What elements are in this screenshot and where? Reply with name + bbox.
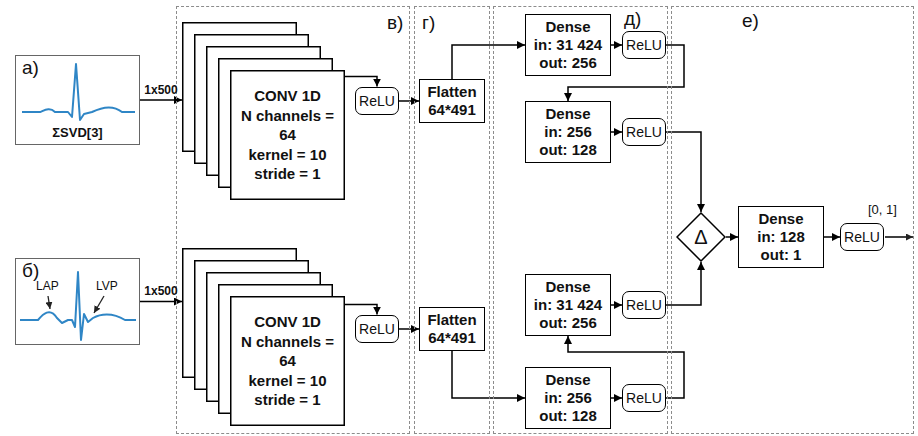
- panel-letter: е): [742, 11, 759, 31]
- layer-parameter: CONV 1D: [235, 86, 340, 106]
- layer-group-region: г)Flatten64*491Flatten64*491: [414, 6, 490, 434]
- conv-layer-stack: CONV 1DN channels = 64kernel = 10stride …: [182, 248, 345, 426]
- leader-arrow: [48, 296, 50, 309]
- activation-box: ReLU: [355, 315, 399, 344]
- connector-arrow: [824, 236, 840, 238]
- layer-parameter: out: 128: [529, 407, 607, 425]
- activation-box: ReLU: [622, 118, 666, 147]
- ecg-trace: [22, 64, 135, 120]
- layer-parameter: in: 256: [529, 389, 607, 407]
- layer-parameter: in: 31 424: [529, 36, 607, 54]
- connector-arrow: [452, 45, 525, 79]
- kernel-outline: [231, 71, 345, 200]
- connector-arrow: [611, 44, 622, 46]
- activation-name: ReLU: [356, 321, 398, 338]
- layer-parameter: stride = 1: [235, 164, 340, 184]
- panel-letter: б): [22, 261, 39, 280]
- activation-box: ReLU: [840, 223, 884, 252]
- layer-parameter: Dense: [529, 278, 607, 296]
- layer-parameter: out: 256: [529, 314, 607, 332]
- layer-parameter: out: 1: [742, 246, 820, 264]
- layer-parameter: Dense: [529, 18, 607, 36]
- connector-arrow: [399, 328, 419, 330]
- tensor-shape: 1x500: [144, 285, 177, 298]
- connector-arrow: [345, 77, 377, 87]
- dense-box: Densein: 128out: 1: [738, 206, 824, 268]
- layer-parameter: N channels = 64: [235, 332, 340, 371]
- layer-parameter: out: 256: [529, 54, 607, 72]
- panel-letter: д): [624, 9, 641, 29]
- connector-arrow: [399, 100, 419, 102]
- layer-parameter: 64*491: [423, 101, 481, 119]
- ecg-trace: [20, 272, 136, 340]
- dense-box: Densein: 256out: 128: [525, 101, 611, 163]
- activation-name: ReLU: [623, 390, 665, 407]
- operator-symbol: Δ: [694, 227, 707, 247]
- connector-arrow: [345, 305, 377, 315]
- layer-parameter: in: 31 424: [529, 296, 607, 314]
- activation-name: ReLU: [623, 124, 665, 141]
- leader-arrow: [94, 296, 104, 313]
- layer-parameter: N channels = 64: [235, 106, 340, 145]
- layer-group-region: в)CONV 1DN channels = 64kernel = 10strid…: [176, 6, 410, 434]
- signal-name: ΣSVD[3]: [52, 125, 102, 141]
- conv-text-area: CONV 1DN channels = 64kernel = 10stride …: [230, 70, 345, 200]
- dense-box: Densein: 31 424out: 256: [525, 274, 611, 336]
- output-arrow: [885, 236, 913, 238]
- signal-point-label: LAP: [36, 280, 59, 294]
- layer-parameter: Dense: [742, 210, 820, 228]
- diamond-shape: [677, 213, 725, 261]
- activation-name: ReLU: [623, 297, 665, 314]
- layer-parameter: Dense: [529, 105, 607, 123]
- difference-diamond: Δ: [676, 212, 726, 262]
- tensor-shape: 1x500: [144, 84, 177, 97]
- flatten-box: Flatten64*491: [419, 307, 485, 351]
- panel-letter: а): [22, 58, 39, 77]
- activation-name: ReLU: [356, 93, 398, 110]
- layer-parameter: CONV 1D: [235, 312, 340, 332]
- activation-box: ReLU: [355, 87, 399, 116]
- connector-arrow: [726, 236, 738, 238]
- connector-arrow: [611, 397, 622, 399]
- activation-name: ReLU: [841, 229, 883, 246]
- activation-box: ReLU: [622, 31, 666, 60]
- kernel-outline: [231, 297, 345, 426]
- conv-layer-stack: CONV 1DN channels = 64kernel = 10stride …: [182, 22, 345, 200]
- activation-box: ReLU: [622, 384, 666, 413]
- layer-parameter: stride = 1: [235, 390, 340, 410]
- flatten-box: Flatten64*491: [419, 79, 485, 123]
- layer-parameter: Flatten: [423, 311, 481, 329]
- input-panel: а) ΣSVD[3]: [15, 55, 140, 145]
- layer-parameter: in: 128: [742, 228, 820, 246]
- output-range: [0, 1]: [868, 203, 897, 218]
- signal-point-label: LVP: [96, 280, 118, 294]
- layer-parameter: 64*491: [423, 329, 481, 347]
- input-panel: б): [15, 258, 140, 345]
- panel-letter: г): [422, 13, 435, 33]
- layer-parameter: kernel = 10: [235, 145, 340, 165]
- layer-parameter: kernel = 10: [235, 371, 340, 391]
- panel-letter: в): [387, 13, 403, 33]
- layer-group-region: д)Densein: 31 424out: 256ReLUDensein: 25…: [493, 6, 668, 434]
- layer-parameter: Flatten: [423, 83, 481, 101]
- layer-parameter: in: 256: [529, 123, 607, 141]
- activation-name: ReLU: [623, 37, 665, 54]
- layer-parameter: Dense: [529, 371, 607, 389]
- connector-arrow: [611, 131, 622, 133]
- activation-box: ReLU: [622, 291, 666, 320]
- layer-group-region: е) Δ Densein: 128out: 1 ReLU: [671, 6, 914, 434]
- connector-arrow: [452, 351, 525, 398]
- dense-box: Densein: 31 424out: 256: [525, 14, 611, 76]
- dense-box: Densein: 256out: 128: [525, 367, 611, 429]
- connector-arrow: [611, 304, 622, 306]
- layer-parameter: out: 128: [529, 141, 607, 159]
- conv-text-area: CONV 1DN channels = 64kernel = 10stride …: [230, 296, 345, 426]
